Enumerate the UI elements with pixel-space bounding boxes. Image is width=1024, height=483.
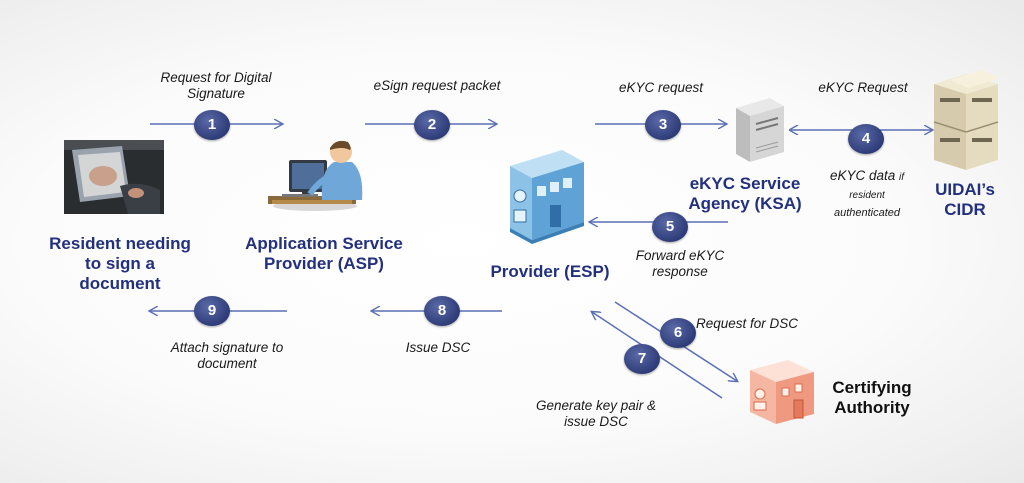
ca-entity-label: Certifying Authority <box>832 378 912 417</box>
step-9-badge: 9 <box>194 296 230 326</box>
step-2-badge: 2 <box>414 110 450 140</box>
step-4-label: eKYC Request <box>818 80 908 95</box>
step-8-badge: 8 <box>424 296 460 326</box>
server-icon <box>736 98 784 162</box>
kiosk-photo <box>64 140 164 214</box>
step-3-label: eKYC request <box>618 80 704 95</box>
ekyc-data-note: eKYC data if resident authenticated <box>829 168 905 219</box>
step-4-badge: 4 <box>848 124 884 154</box>
cidr-entity-label: UIDAI’s CIDR <box>935 180 995 219</box>
step-7-label: Generate key pair &issue DSC <box>535 398 657 429</box>
person-at-computer-icon <box>268 140 363 211</box>
asp-entity-label: Application Service Provider (ASP) <box>245 234 403 273</box>
esp-entity-label: Provider (ESP) <box>490 262 610 281</box>
ksa-entity-label: eKYC Service Agency (KSA) <box>688 174 802 213</box>
step-7-badge: 7 <box>624 344 660 374</box>
step-5-badge: 5 <box>652 212 688 242</box>
certifying-building-icon <box>750 360 814 424</box>
step-3-badge: 3 <box>645 110 681 140</box>
step-2-label: eSign request packet <box>373 78 501 93</box>
step-6-badge: 6 <box>660 318 696 348</box>
step-1-badge: 1 <box>194 110 230 140</box>
step-8-label: Issue DSC <box>405 340 471 355</box>
step-6-label: Request for DSC <box>696 316 799 331</box>
building-icon <box>510 150 584 244</box>
resident-entity-label: Resident needing to sign a document <box>49 234 191 293</box>
server-rack-icon <box>933 70 1000 170</box>
